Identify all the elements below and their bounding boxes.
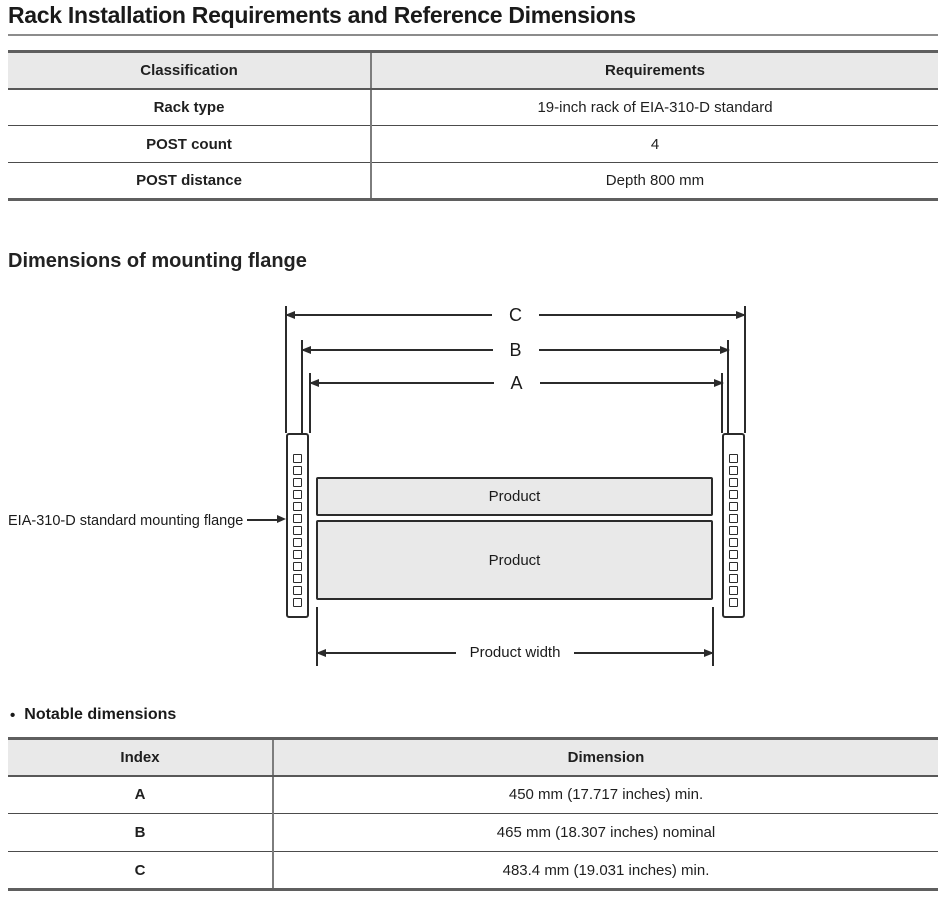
flange-hole (293, 490, 302, 499)
title-underline-rule (8, 34, 938, 36)
bullet-icon: • (10, 706, 16, 724)
flange-callout-arrowhead-icon (277, 515, 286, 523)
product-box-top: Product (316, 477, 713, 516)
extension-line-a-left (309, 373, 311, 433)
arrowhead-right-icon (736, 311, 746, 319)
flange-hole (729, 502, 738, 511)
table-row: C 483.4 mm (19.031 inches) min. (8, 851, 938, 890)
table-row: B 465 mm (18.307 inches) nominal (8, 813, 938, 852)
arrowhead-left-icon (316, 649, 326, 657)
row-label-post-distance: POST distance (8, 162, 372, 200)
flange-hole (293, 574, 302, 583)
requirements-table: Classification Requirements Rack type 19… (8, 50, 938, 201)
flange-hole (729, 586, 738, 595)
table-header-row: Index Dimension (8, 738, 938, 777)
flange-hole (729, 466, 738, 475)
row-label-rack-type: Rack type (8, 88, 372, 126)
table-row: A 450 mm (17.717 inches) min. (8, 775, 938, 814)
flange-hole (729, 454, 738, 463)
flange-hole (729, 490, 738, 499)
page-title: Rack Installation Requirements and Refer… (8, 2, 636, 28)
flange-hole (729, 526, 738, 535)
column-header-classification: Classification (8, 51, 372, 90)
row-dimension-a: 450 mm (17.717 inches) min. (508, 786, 704, 804)
flange-hole (293, 466, 302, 475)
flange-callout-arrow-line (247, 519, 278, 521)
arrowhead-right-icon (714, 379, 724, 387)
flange-hole (293, 586, 302, 595)
arrowhead-left-icon (285, 311, 295, 319)
extension-line-b-left (301, 340, 303, 457)
arrowhead-right-icon (720, 346, 730, 354)
row-dimension-c: 483.4 mm (19.031 inches) min. (273, 851, 938, 890)
row-value-rack-type: 19-inch rack of EIA-310-D standard (537, 98, 773, 116)
dimension-arrow-c: C (285, 305, 746, 325)
dimension-label-c: C (509, 305, 522, 325)
flange-hole (293, 526, 302, 535)
arrowhead-right-icon (704, 649, 714, 657)
row-dimension-b: 465 mm (18.307 inches) nominal (273, 813, 938, 852)
product-box-bottom: Product (316, 520, 713, 600)
extension-line-product-width-left (316, 607, 318, 666)
flange-hole (729, 478, 738, 487)
column-header-requirements: Requirements (371, 51, 938, 90)
flange-hole (293, 514, 302, 523)
product-label: Product (488, 551, 541, 569)
flange-hole (293, 562, 302, 571)
table-row: POST count 4 (8, 125, 938, 163)
dimension-arrow-product-width: Product width (316, 644, 714, 661)
mounting-flange-left (286, 433, 309, 618)
flange-hole (293, 598, 302, 607)
section-heading-mounting-flange: Dimensions of mounting flange (8, 250, 307, 272)
flange-hole (729, 514, 738, 523)
extension-line-a-right (721, 373, 723, 433)
flange-callout-label: EIA-310-D standard mounting flange (8, 513, 244, 529)
table-row: POST distance Depth 800 mm (8, 162, 938, 200)
row-value-post-distance: Depth 800 mm (371, 162, 938, 200)
notable-dimensions-heading-text: Notable dimensions (24, 706, 177, 723)
product-label: Product (488, 488, 541, 505)
flange-hole (293, 478, 302, 487)
extension-line-product-width-right (712, 607, 714, 666)
extension-line-c-right (744, 306, 746, 433)
flange-hole (293, 550, 302, 559)
flange-hole (729, 598, 738, 607)
row-label-post-count: POST count (8, 125, 372, 163)
arrowhead-left-icon (301, 346, 311, 354)
row-index-b: B (8, 813, 274, 852)
notable-dimensions-table: Index Dimension A 450 mm (17.717 inches)… (8, 737, 938, 891)
row-index-c: C (8, 851, 274, 890)
product-width-label: Product width (469, 644, 561, 661)
flange-hole (729, 574, 738, 583)
extension-line-b-right (727, 340, 729, 457)
arrowhead-left-icon (309, 379, 319, 387)
dimension-label-a: A (510, 373, 523, 393)
extension-line-c-left (285, 306, 287, 433)
table-header-row: Classification Requirements (8, 51, 938, 90)
flange-hole (293, 502, 302, 511)
dimension-label-b: B (509, 340, 522, 360)
table-row: Rack type 19-inch rack of EIA-310-D stan… (8, 88, 938, 126)
dimension-arrow-a: A (309, 373, 724, 393)
column-header-index: Index (8, 738, 274, 777)
dimension-arrow-b: B (301, 340, 730, 360)
mounting-flange-right (722, 433, 745, 618)
column-header-dimension: Dimension (273, 738, 938, 777)
flange-hole (293, 538, 302, 547)
notable-dimensions-heading: • Notable dimensions (10, 706, 176, 724)
row-value-post-count: 4 (371, 125, 938, 163)
flange-hole (729, 562, 738, 571)
row-index-a: A (8, 775, 274, 814)
flange-hole (293, 454, 302, 463)
flange-hole (729, 550, 738, 559)
flange-hole (729, 538, 738, 547)
